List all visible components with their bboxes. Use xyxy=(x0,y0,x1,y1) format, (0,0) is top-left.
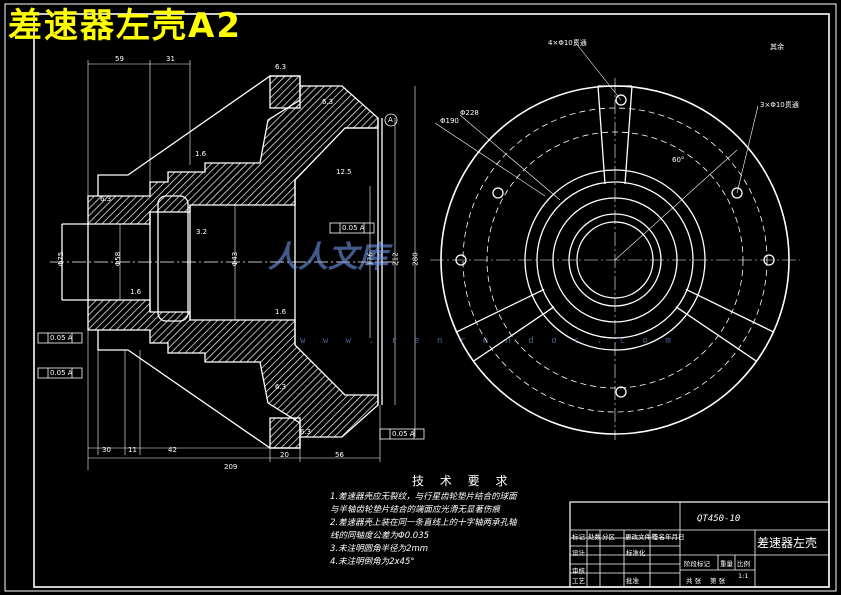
watermark-logo: 人人文库 xyxy=(268,240,388,275)
title-block-cell: 重量 xyxy=(720,560,733,568)
watermark-url: w w w . r e n r e n d o c . c o m xyxy=(300,336,677,346)
title-block-cell: 处数 xyxy=(588,533,601,541)
dim-label: 212 xyxy=(391,252,400,266)
angle-label: 60° xyxy=(672,156,685,164)
dim-label: Φ190 xyxy=(440,117,459,125)
title-block-cell: 比例 xyxy=(737,560,750,568)
tolerance-frames xyxy=(37,113,425,440)
tolerance-value: 0.05 A xyxy=(50,334,73,342)
title-block-cell: 共 张 xyxy=(686,577,702,585)
dim-label: Φ228 xyxy=(460,109,479,117)
drawing-code: QT450-10 xyxy=(697,514,741,524)
roughness-mark: 6.3 xyxy=(322,98,334,106)
end-view xyxy=(430,41,800,440)
section-view xyxy=(50,60,416,470)
dim-label: Φ58 xyxy=(114,251,123,267)
tolerance-value: 0.05 A xyxy=(342,224,365,232)
tech-requirements-heading: 技 术 要 求 xyxy=(412,474,514,488)
roughness-mark: 6.3 xyxy=(100,195,112,203)
roughness-mark: 1.6 xyxy=(275,308,287,316)
roughness-mark: 3.2 xyxy=(196,228,208,236)
part-name: 差速器左壳 xyxy=(757,536,818,550)
title-block-cell: 标准化 xyxy=(626,549,646,557)
roughness-mark: 1.6 xyxy=(195,150,207,158)
dim-label: 42 xyxy=(168,446,177,454)
title-block-cell: 标记 xyxy=(572,533,585,541)
title-block-cell: 年月日 xyxy=(665,533,685,541)
datum-label: A xyxy=(388,116,393,124)
roughness-mark: 6.3 xyxy=(300,428,312,436)
dim-label: Φ75 xyxy=(57,251,66,267)
hole-callout: 4×Φ10贯通 xyxy=(548,39,587,47)
dim-label: Φ43 xyxy=(231,251,240,267)
tech-requirement-line: 2.差速器壳上装在同一条直线上的十字轴两承孔轴 xyxy=(330,518,517,528)
title-block-cell: 阶段标记 xyxy=(684,560,710,568)
tech-requirement-line: 1.差速器壳应无裂纹，与行星齿轮垫片结合的球面 xyxy=(330,492,517,502)
dim-label: 20 xyxy=(280,451,289,459)
title-block-cell: 批准 xyxy=(626,577,639,585)
hole-callout: 3×Φ10贯通 xyxy=(760,101,799,109)
title-block-grid xyxy=(569,501,830,588)
tech-requirement-line: 与半轴齿轮垫片结合的端面应光滑无显著伤痕 xyxy=(330,505,501,515)
tolerance-value: 0.05 A xyxy=(392,430,415,438)
title-block-cell: 第 张 xyxy=(710,577,726,585)
drawing-title: 差速器左壳A2 xyxy=(8,6,242,46)
inner-border xyxy=(33,13,830,588)
dim-label: 56 xyxy=(335,451,344,459)
title-block-cell: 更改文件号 xyxy=(625,533,658,541)
title-block-cell: 设计 xyxy=(572,549,585,557)
scale-value: 1:1 xyxy=(738,572,749,580)
dim-label: 11 xyxy=(128,446,137,454)
dim-label: 30 xyxy=(102,446,111,454)
roughness-mark: 1.6 xyxy=(130,288,142,296)
tech-requirement-line: 4.未注明倒角为2x45° xyxy=(330,557,415,567)
roughness-mark: 6.3 xyxy=(275,63,287,71)
roughness-mark: 12.5 xyxy=(336,168,352,176)
dim-label: 280 xyxy=(411,252,420,266)
dim-label: 59 xyxy=(115,55,124,63)
roughness-mark: 6.3 xyxy=(275,383,287,391)
dim-label: 209 xyxy=(224,463,238,471)
title-block-cell: 工艺 xyxy=(572,577,585,585)
tolerance-value: 0.05 A xyxy=(50,369,73,377)
tech-requirement-line: 3.未注明圆角半径为2mm xyxy=(330,544,429,554)
tech-requirement-line: 线的同轴度公差为Φ0.035 xyxy=(330,531,430,541)
title-block-cell: 分区 xyxy=(602,533,615,541)
title-block-cell: 审核 xyxy=(572,567,585,575)
surface-other-note: 其余 xyxy=(770,43,784,51)
outer-border xyxy=(4,3,837,592)
dim-label: 31 xyxy=(166,55,175,63)
title-block-cell: 签名 xyxy=(652,533,665,541)
